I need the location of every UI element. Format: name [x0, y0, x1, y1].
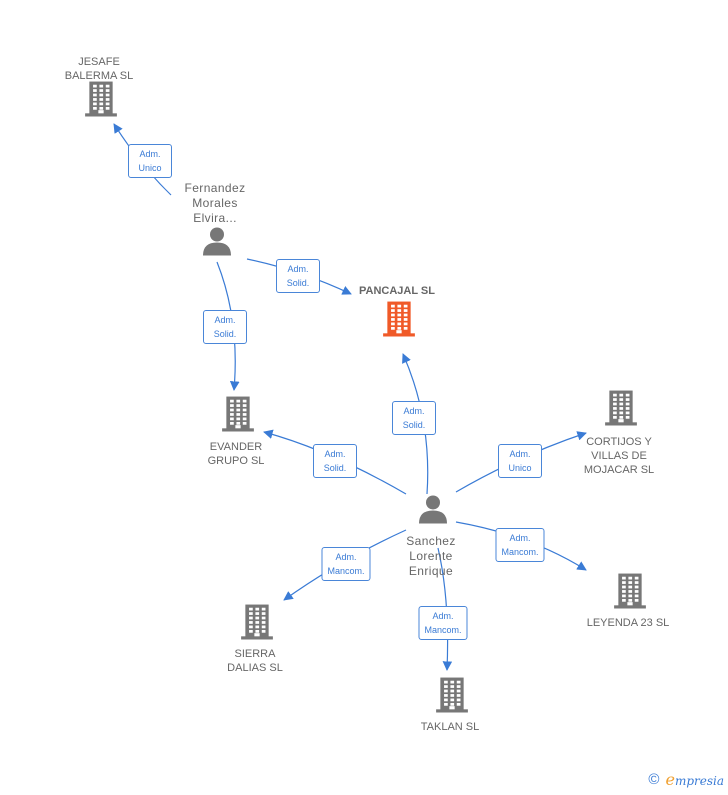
edge-label-sanchez-pancajal: Adm. Solid.	[392, 401, 436, 435]
node-label-evander[interactable]: EVANDER GRUPO SL	[207, 441, 265, 467]
building-icon-evander[interactable]	[222, 396, 254, 437]
building-icon-sierra[interactable]	[241, 604, 273, 645]
node-label-pancajal[interactable]: PANCAJAL SL	[359, 285, 435, 297]
copyright-icon: ©	[648, 771, 660, 788]
node-label-sanchez[interactable]: Sanchez Lorente Enrique	[406, 534, 456, 578]
building-icon-cortijos[interactable]	[605, 390, 637, 431]
edge-label-sanchez-leyenda: Adm. Mancom.	[495, 528, 545, 562]
edge-line-sanchez-taklan	[437, 547, 453, 671]
person-icon-fernandez[interactable]	[202, 227, 232, 262]
edge-label-sanchez-taklan: Adm. Mancom.	[418, 606, 468, 640]
node-label-cortijos[interactable]: CORTIJOS Y VILLAS DE MOJACAR SL	[583, 436, 655, 476]
edge-label-fernandez-pancajal: Adm. Solid.	[276, 259, 320, 293]
edge-label-sanchez-evander: Adm. Solid.	[313, 444, 357, 478]
edge-label-sanchez-sierra: Adm. Mancom.	[321, 547, 371, 581]
node-label-jesafe[interactable]: JESAFE BALERMA SL	[64, 56, 134, 82]
node-label-fernandez[interactable]: Fernandez Morales Elvira...	[184, 181, 246, 225]
brand-logo: empresia	[665, 770, 724, 789]
building-icon-taklan[interactable]	[436, 677, 468, 718]
node-label-sierra[interactable]: SIERRA DALIAS SL	[227, 648, 283, 674]
node-label-leyenda[interactable]: LEYENDA 23 SL	[586, 617, 670, 629]
edge-label-fernandez-evander: Adm. Solid.	[203, 310, 247, 344]
building-icon-leyenda[interactable]	[614, 573, 646, 614]
edge-label-sanchez-cortijos: Adm. Unico	[498, 444, 542, 478]
building-icon-jesafe[interactable]	[85, 81, 117, 122]
person-icon-sanchez[interactable]	[418, 495, 448, 530]
node-label-taklan[interactable]: TAKLAN SL	[420, 721, 480, 733]
building-icon-pancajal[interactable]	[383, 301, 415, 342]
footer-brand: © empresia	[648, 770, 724, 789]
edge-label-fernandez-jesafe: Adm. Unico	[128, 144, 172, 178]
